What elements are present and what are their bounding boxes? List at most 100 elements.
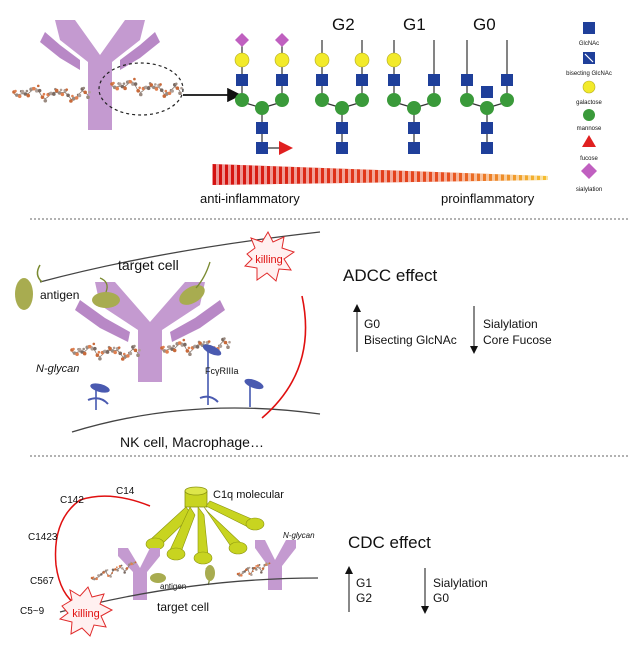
adcc-target-cell-label: target cell <box>118 257 179 273</box>
cdc-up-item-1: G1 <box>356 576 372 590</box>
molecule-atom <box>120 357 125 361</box>
molecule-atom <box>152 85 156 90</box>
antibody-cdc-left <box>118 548 166 600</box>
legend-glcnac-icon <box>583 22 595 34</box>
anti-inflammatory-label: anti-inflammatory <box>200 191 300 206</box>
molecule-atom <box>223 340 228 345</box>
molecule-atom <box>114 568 117 571</box>
glycan-highlight-circle <box>98 62 184 116</box>
molecule-atom <box>74 96 79 100</box>
molecule-atom <box>42 92 46 96</box>
complement-c5-9: C5~9 <box>20 606 45 617</box>
legend-mannose-label: mannose <box>577 126 602 132</box>
mannose-circle <box>480 101 494 115</box>
molecule-atom <box>165 350 169 354</box>
cdc-antigen-mid <box>205 565 215 586</box>
glcnac-square <box>236 74 248 86</box>
molecule-atom <box>52 92 56 96</box>
molecule-backbone <box>91 562 135 580</box>
legend-glcnac-label: GlcNAc <box>579 41 599 47</box>
molecule-atom <box>100 573 103 576</box>
molecule-atom <box>136 353 140 358</box>
molecule-atom <box>116 569 119 572</box>
molecule-atom <box>136 88 140 93</box>
mannose-circle <box>355 93 369 107</box>
molecule-atom <box>83 90 87 95</box>
molecule-atom <box>20 89 25 94</box>
molecule-atom <box>154 83 157 86</box>
adcc-killing-starburst <box>243 230 296 282</box>
antibody-cdc-right <box>255 540 296 590</box>
molecule-atom <box>240 574 243 577</box>
molecule-atom <box>146 86 151 91</box>
adcc-down-item-1: Sialylation <box>483 317 538 331</box>
molecule-atom <box>87 344 92 349</box>
molecule-atom <box>265 562 268 564</box>
glcnac-square <box>481 122 493 134</box>
glycan-g2 <box>314 40 370 154</box>
molecule-atom <box>108 346 112 351</box>
galactose-circle <box>234 52 250 68</box>
glcnac-square <box>408 122 420 134</box>
molecule-atom <box>26 93 31 98</box>
cdc-title: CDC effect <box>348 533 431 552</box>
molecule-atom <box>195 345 200 349</box>
legend: GlcNAc bisecting GlcNAc galactose mannos… <box>566 22 612 193</box>
molecule-atom <box>95 577 98 581</box>
molecule-atom <box>207 340 211 343</box>
molecule-atom <box>175 86 180 90</box>
molecule-atom <box>162 345 165 349</box>
mannose-circle <box>427 93 441 107</box>
molecule-atom <box>54 88 59 93</box>
molecule-atom <box>228 340 231 344</box>
molecule-atom <box>92 342 96 346</box>
glycan-g0 <box>460 40 514 154</box>
molecule-atom <box>15 93 19 97</box>
molecule-atom <box>17 94 22 99</box>
molecule-atom <box>75 352 79 357</box>
antibody-top <box>40 20 160 130</box>
mannose-circle <box>407 101 421 115</box>
molecule-atom <box>260 571 263 574</box>
adcc-antigen-left <box>15 264 43 310</box>
molecule-atom <box>131 82 135 86</box>
molecule-atom <box>117 346 121 349</box>
legend-galactose-icon <box>582 80 596 94</box>
molecule-atom <box>112 81 115 85</box>
molecule-atom <box>182 338 186 342</box>
adcc-killing-arc <box>261 295 307 419</box>
molecule-atom <box>226 345 230 350</box>
cdc-down-item-1: Sialylation <box>433 576 488 590</box>
glcnac-square <box>388 74 400 86</box>
molecule-atom <box>238 572 241 575</box>
molecule-atom <box>23 92 28 96</box>
molecule-atom <box>268 562 271 565</box>
molecule-atom <box>49 91 53 96</box>
adcc-up-item-1: G0 <box>364 317 380 331</box>
molecule-atom <box>255 565 258 567</box>
nk-cell-membrane <box>71 407 321 433</box>
molecule-atom <box>97 574 101 577</box>
complement-c567: C567 <box>30 576 54 587</box>
molecule-atom <box>123 571 126 574</box>
mannose-circle <box>275 93 289 107</box>
molecule-atom <box>65 88 69 91</box>
adcc-title: ADCC effect <box>343 266 437 285</box>
molecule-atom <box>93 577 96 581</box>
molecule-atom <box>77 347 82 352</box>
molecule-atom <box>98 356 102 361</box>
molecule-atom <box>115 566 118 569</box>
molecule-atom <box>138 92 143 97</box>
mannose-circle <box>255 101 269 115</box>
molecule-atom <box>82 347 85 351</box>
legend-mannose-icon <box>583 109 595 121</box>
nk-cell-label: NK cell, Macrophage… <box>120 434 264 450</box>
molecule-atom <box>118 82 122 86</box>
galactose-circle <box>314 52 330 68</box>
sialic-diamond <box>275 33 289 47</box>
top-panel: G2 G1 G0 anti-inflammatory proinflammato… <box>12 15 612 206</box>
molecule-atom <box>25 89 29 93</box>
molecule-atom <box>126 354 130 358</box>
glcnac-square <box>481 142 493 154</box>
